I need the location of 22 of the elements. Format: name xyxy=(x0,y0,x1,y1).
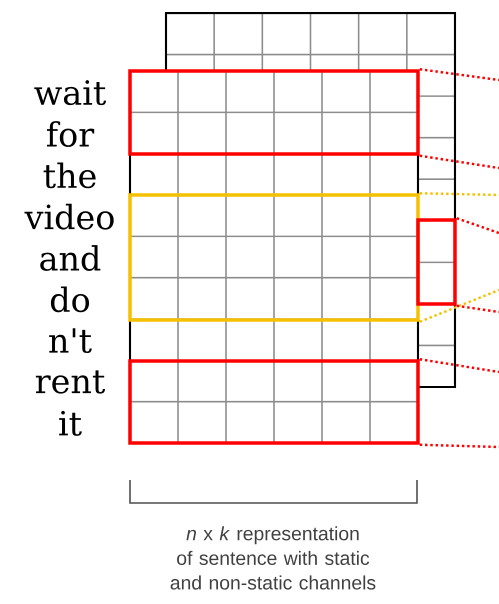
dotted-line xyxy=(456,217,499,234)
word-label: the xyxy=(44,162,96,188)
dotted-line xyxy=(419,288,499,323)
highlight-box xyxy=(128,193,420,322)
word-label: do xyxy=(50,286,90,312)
dotted-line xyxy=(420,358,499,374)
word-label: for xyxy=(47,121,94,147)
word-label: n't xyxy=(49,328,92,354)
caption: n x k representation of sentence with static and non-static channels xyxy=(170,526,376,590)
dotted-line xyxy=(420,192,499,196)
dotted-line xyxy=(420,444,499,448)
word-label: video xyxy=(24,204,114,230)
word-label: rent xyxy=(36,370,106,394)
highlight-box xyxy=(416,218,457,306)
word-label: it xyxy=(59,410,82,436)
dotted-line xyxy=(420,154,499,170)
dotted-line xyxy=(420,68,499,82)
highlight-box xyxy=(128,359,420,445)
dotted-line xyxy=(456,304,499,314)
highlight-box xyxy=(128,69,420,156)
word-label: wait xyxy=(34,80,106,106)
word-label: and xyxy=(40,245,100,271)
